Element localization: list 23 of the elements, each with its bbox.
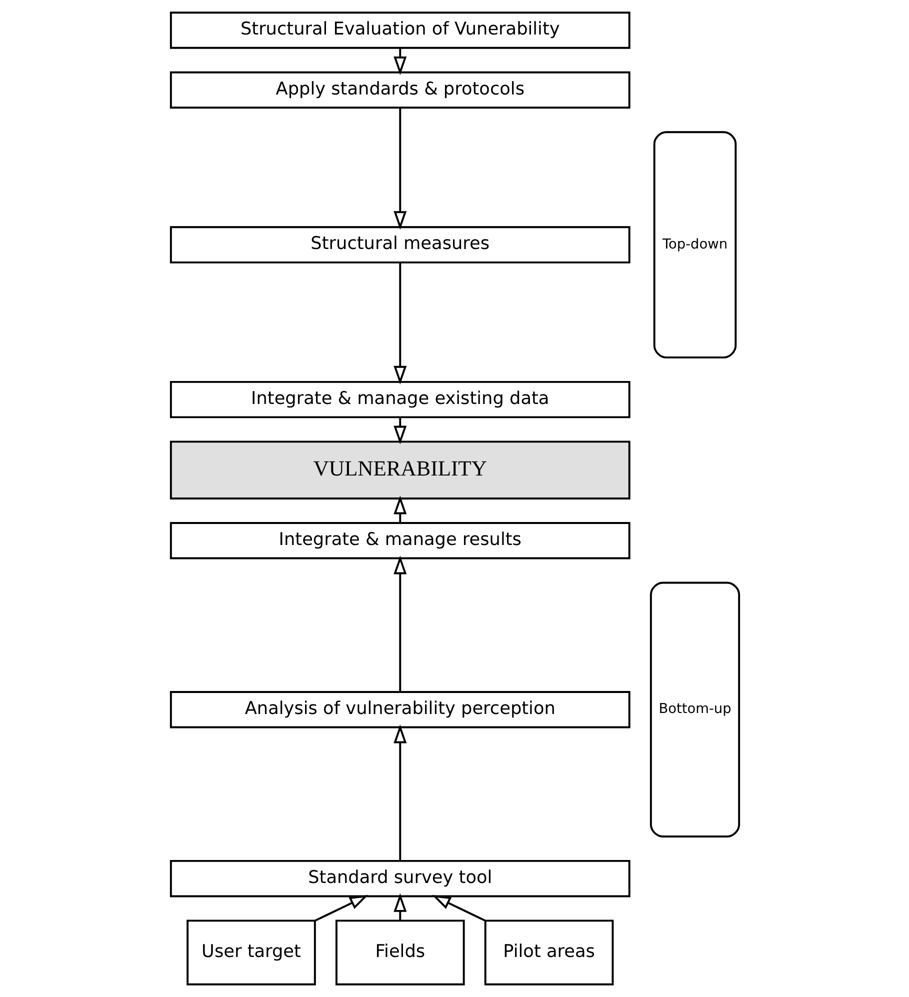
node-box: Apply standards & protocols: [169, 71, 630, 109]
arrow: [393, 893, 406, 921]
arrow: [393, 48, 406, 76]
arrow: [432, 894, 486, 922]
arrow: [393, 418, 406, 444]
node-box: Fields: [335, 920, 464, 986]
arrow: [393, 556, 406, 692]
node-box: Integrate & manage existing data: [169, 380, 630, 418]
arrow: [393, 724, 406, 861]
arrow: [314, 894, 368, 922]
node-box: Structural Evaluation of Vunerability: [169, 12, 630, 49]
arrow: [393, 496, 406, 523]
node-box: Standard survey tool: [169, 860, 630, 898]
node-box: User target: [186, 920, 316, 986]
arrow: [393, 108, 406, 230]
node-box: Bottom-up: [649, 582, 740, 838]
node-box: Integrate & manage results: [169, 522, 630, 560]
node-box: Structural measures: [169, 226, 630, 264]
node-box: Top-down: [652, 131, 736, 358]
node-box: Pilot areas: [484, 920, 614, 986]
arrow: [393, 262, 406, 385]
node-box: VULNERABILITY: [169, 440, 630, 500]
node-box: Analysis of vulnerability perception: [169, 691, 630, 728]
